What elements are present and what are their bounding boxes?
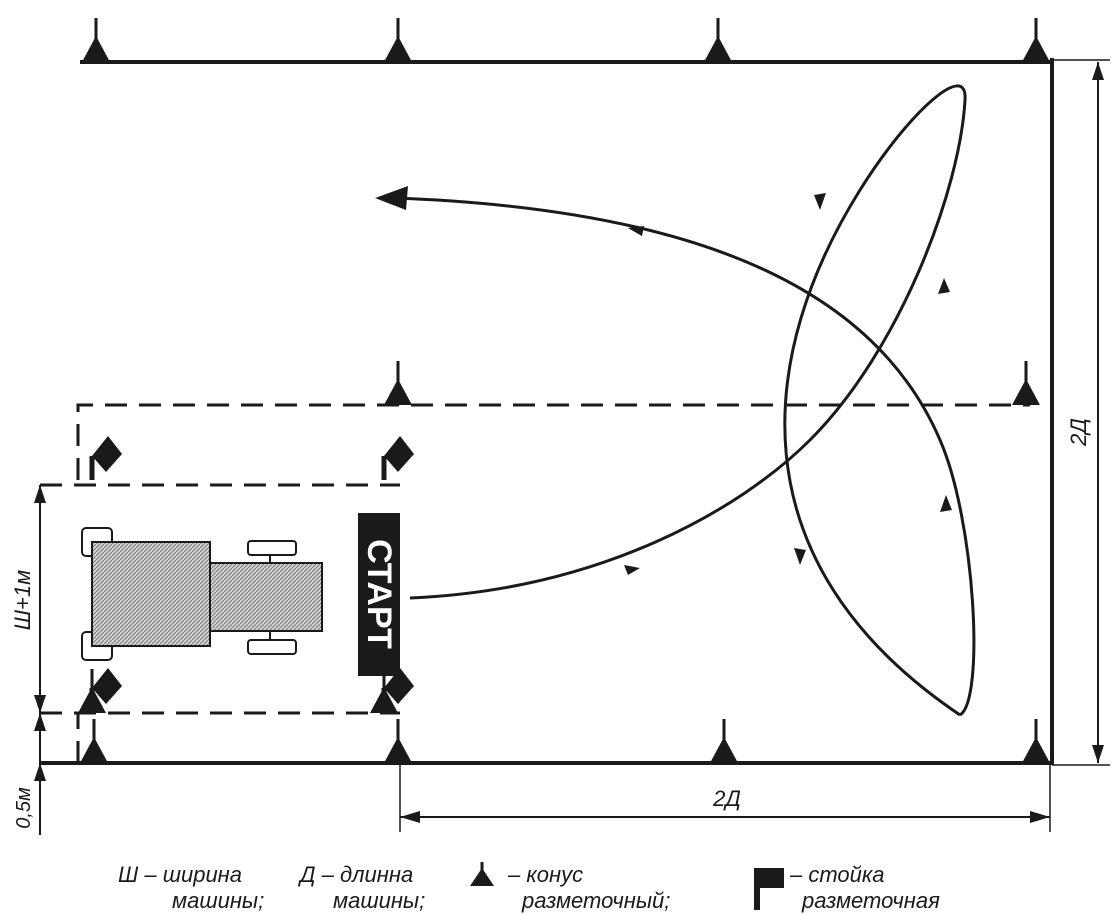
- trajectory-end-arrow: [375, 186, 408, 210]
- direction-arrow: [938, 278, 950, 294]
- dashed-corridor-outer: [76, 403, 1030, 480]
- vehicle: [81, 527, 323, 661]
- direction-arrow: [794, 548, 806, 565]
- start-plate: [358, 513, 400, 676]
- trajectory-path-2: [394, 196, 976, 717]
- legend-width-line2: машины;: [172, 888, 264, 913]
- legend-post-icon: [754, 868, 784, 910]
- start-label: СТАРТ: [360, 539, 398, 649]
- direction-arrow: [814, 193, 826, 210]
- legend-width-line1: Ш – ширина: [118, 862, 242, 887]
- width-dimension-label: 2Д: [712, 786, 741, 811]
- legend-length-line2: машины;: [333, 888, 425, 913]
- height-dimension-label: 2Д: [1066, 418, 1091, 447]
- legend-post-line1: – стойка: [789, 862, 885, 887]
- legend-post-line2: разметочная: [801, 888, 940, 913]
- cone-icon: [1010, 359, 1042, 407]
- legend-cone-line1: – конус: [507, 862, 583, 887]
- offset-dimension-label: 0,5м: [13, 787, 35, 829]
- gate-dimension-label: Ш+1м: [10, 570, 35, 630]
- cone-icon: [708, 717, 740, 765]
- direction-arrow: [624, 565, 640, 575]
- legend-cone-icon: [470, 862, 494, 886]
- cone-icon: [1020, 16, 1052, 64]
- post-icon: [384, 436, 414, 480]
- cone-icon: [702, 16, 734, 64]
- cone-icon: [382, 359, 414, 407]
- direction-arrow: [940, 495, 952, 512]
- cone-icon: [78, 717, 110, 765]
- legend-length-line1: Д – длинна: [297, 862, 413, 887]
- cone-icon: [382, 16, 414, 64]
- trajectory-path-1: [409, 84, 967, 717]
- cone-icon: [80, 16, 112, 64]
- cone-icon: [382, 717, 414, 765]
- direction-arrow: [628, 226, 644, 236]
- legend-cone-line2: разметочный;: [521, 888, 670, 913]
- cone-icon: [1020, 717, 1052, 765]
- post-icon: [92, 436, 122, 480]
